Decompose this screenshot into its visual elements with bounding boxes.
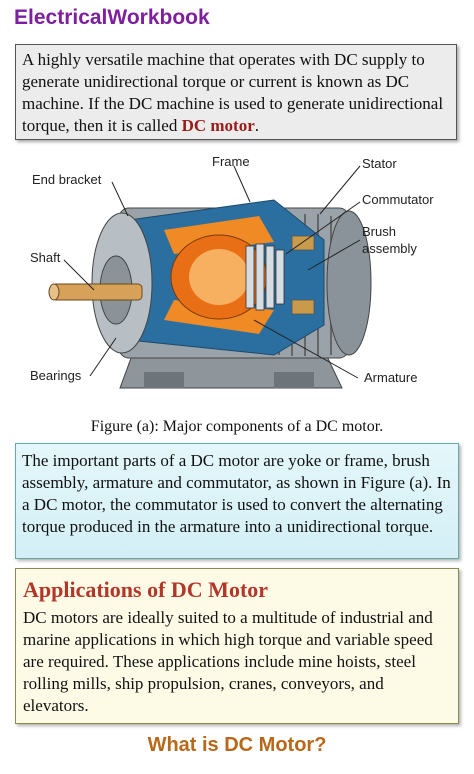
label-assembly: assembly [362, 241, 417, 256]
applications-heading: Applications of DC Motor [23, 577, 269, 602]
intro-box: A highly versatile machine that operates… [15, 44, 457, 140]
dc-motor-figure: Frame End bracket Stator Commutator Brus… [24, 150, 452, 404]
footer-title: What is DC Motor? [147, 734, 327, 756]
parts-text: The important parts of a DC motor are yo… [22, 451, 451, 536]
label-brush: Brush [362, 224, 396, 239]
intro-highlight: DC motor [181, 116, 255, 135]
label-armature: Armature [364, 370, 418, 385]
parts-box: The important parts of a DC motor are yo… [15, 443, 459, 559]
figure-caption: Figure (a): Major components of a DC mot… [90, 418, 384, 435]
intro-end: . [254, 116, 259, 135]
brand-title: ElectricalWorkbook [14, 6, 210, 29]
label-stator: Stator [362, 156, 397, 171]
label-frame: Frame [212, 154, 250, 169]
label-end-bracket: End bracket [32, 172, 102, 187]
dc-motor-illustration [48, 165, 372, 389]
label-bearings: Bearings [30, 368, 82, 383]
label-shaft: Shaft [30, 250, 61, 265]
applications-box: Applications of DC Motor DC motors are i… [15, 568, 459, 724]
applications-text: DC motors are ideally suited to a multit… [23, 608, 433, 715]
intro-text: A highly versatile machine that operates… [22, 50, 444, 135]
label-commutator: Commutator [362, 192, 434, 207]
